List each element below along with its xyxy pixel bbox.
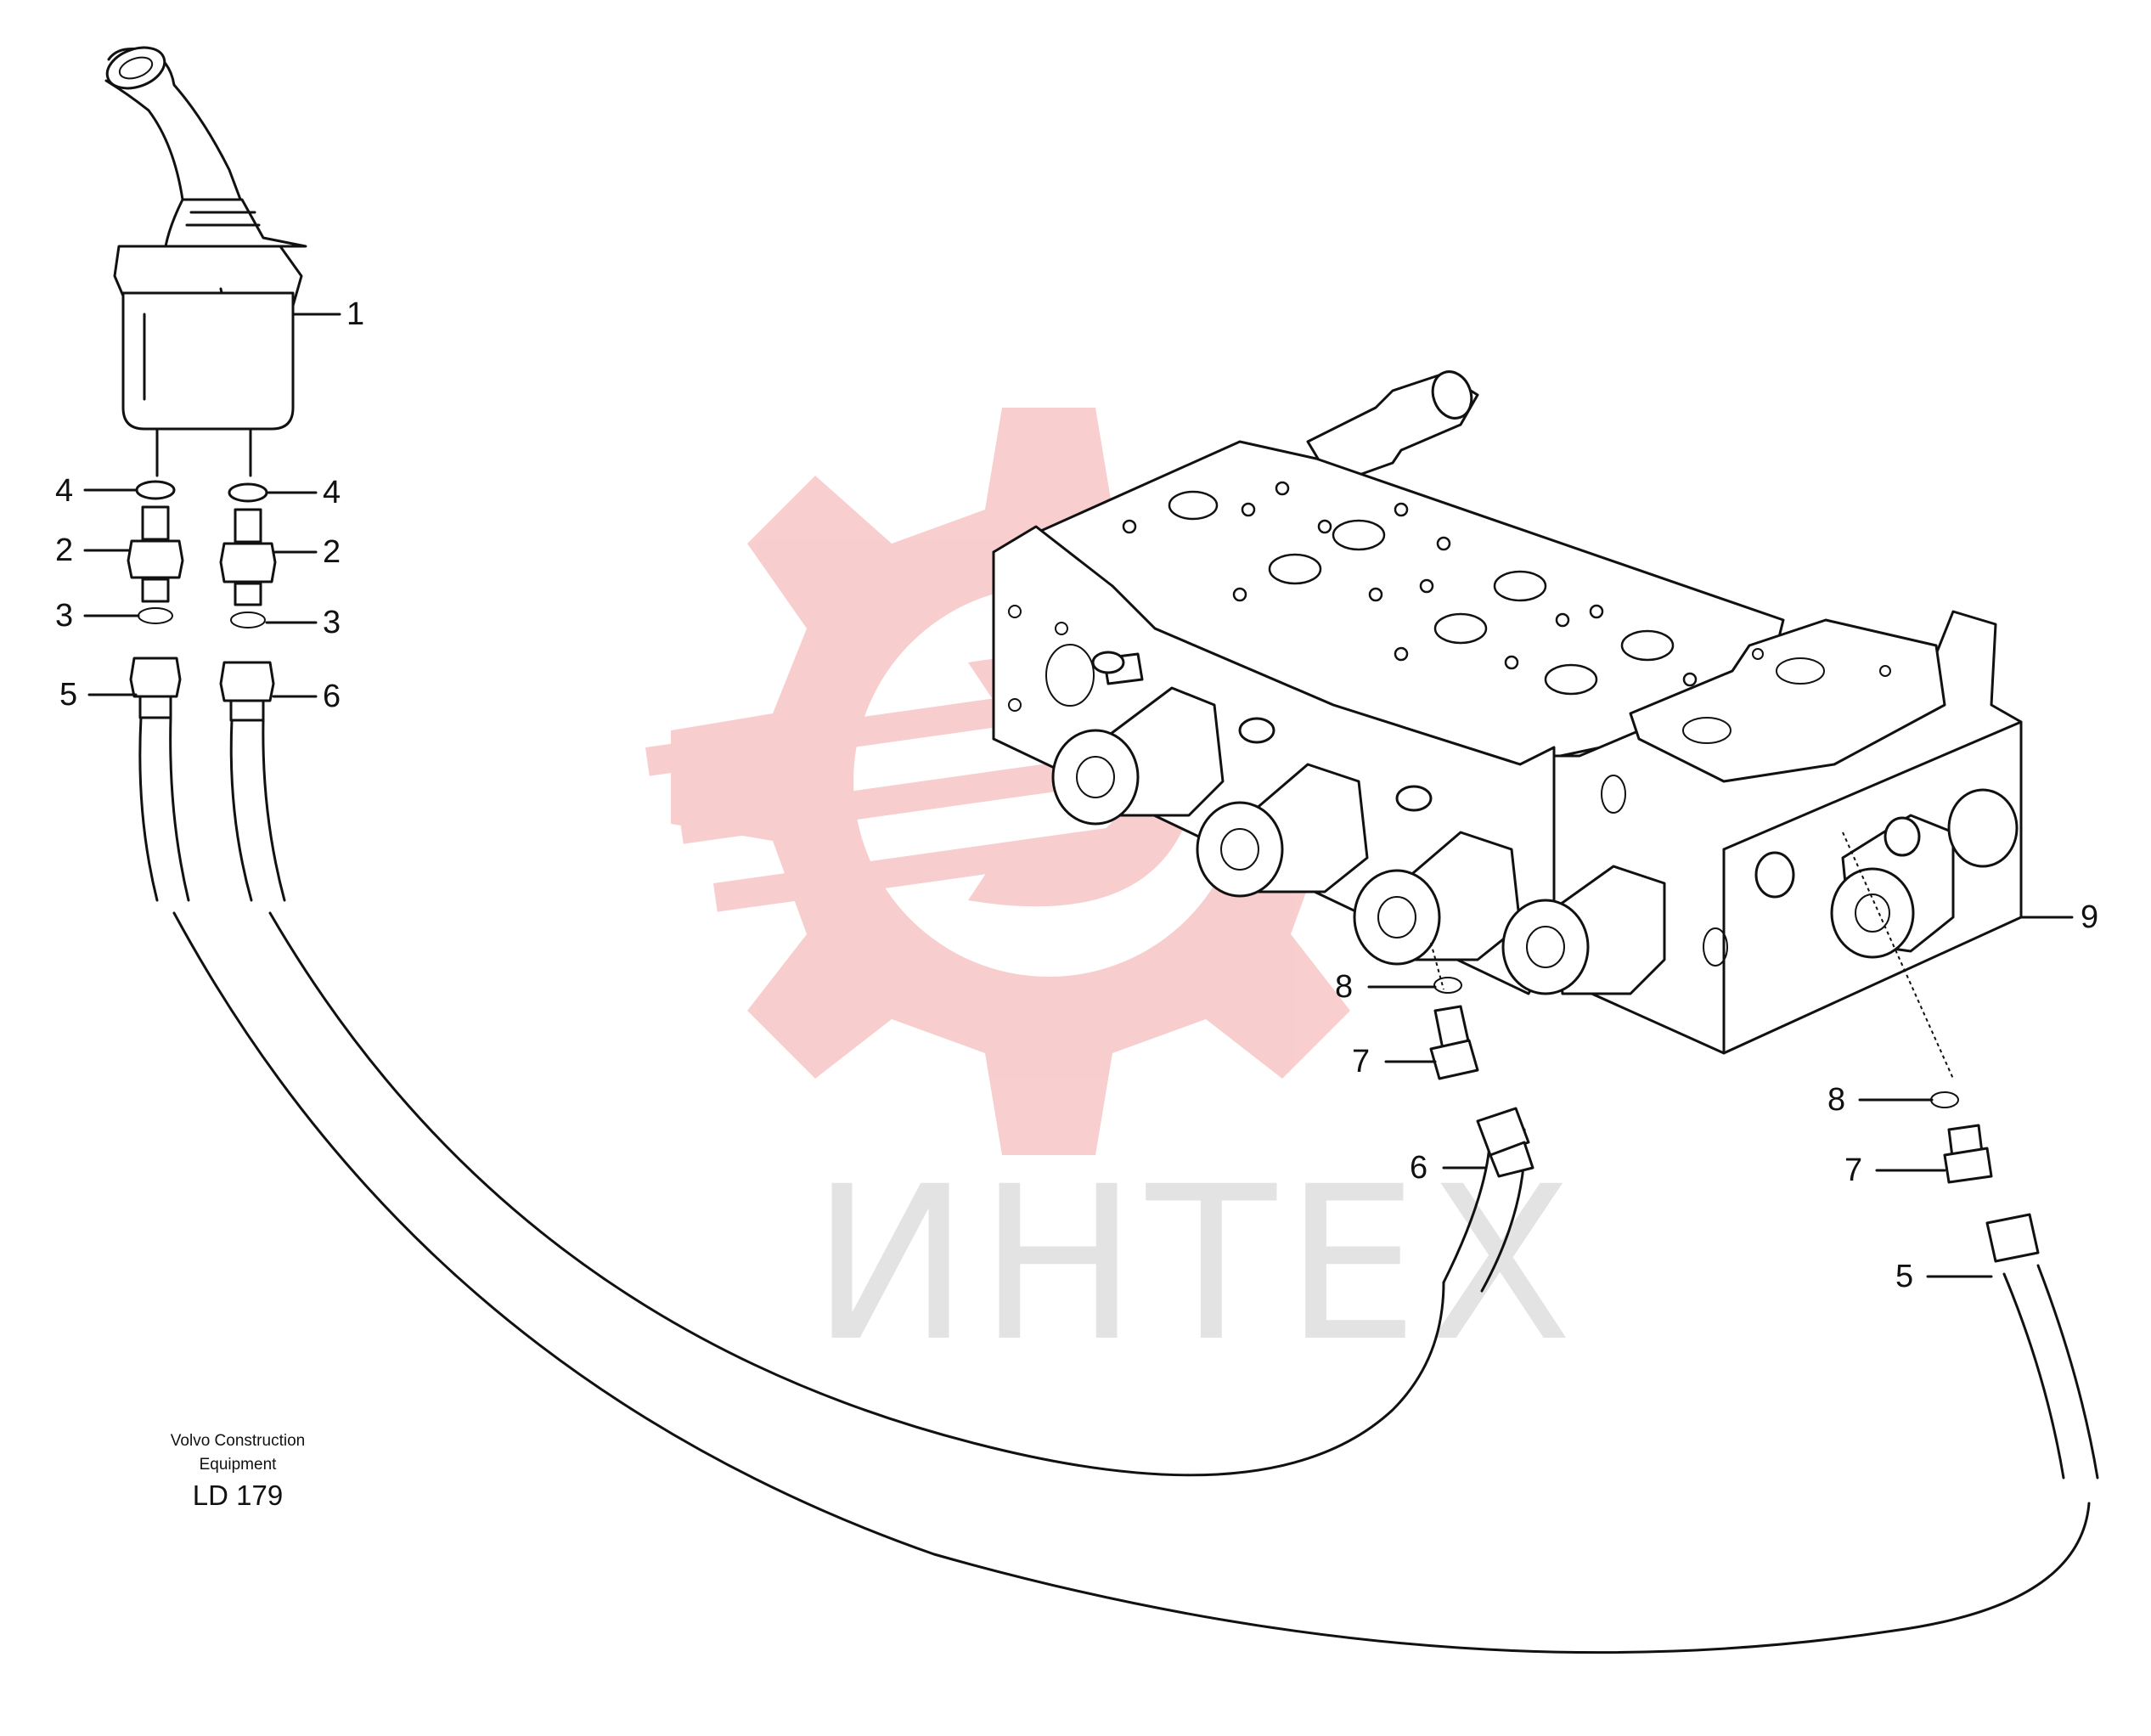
callout-6-lower: 6 — [1410, 1150, 1427, 1186]
callout-9: 9 — [2081, 899, 2098, 935]
callout-4-right: 4 — [323, 475, 341, 510]
callout-3-left: 3 — [55, 598, 73, 634]
callout-8-lower: 8 — [1335, 969, 1353, 1005]
callout-5-left: 5 — [59, 677, 77, 713]
callout-5-right: 5 — [1895, 1259, 1913, 1294]
right-fitting-stack — [219, 482, 277, 722]
caption-manufacturer-line1: Volvo Construction — [171, 1432, 305, 1450]
callout-6-right: 6 — [323, 679, 341, 714]
callout-3-right: 3 — [323, 605, 341, 640]
callout-7-lower: 7 — [1352, 1044, 1370, 1079]
right-lower-fitting-group — [1930, 1091, 2040, 1263]
caption-manufacturer-line2: Equipment — [200, 1456, 278, 1474]
diagram-code: LD 179 — [193, 1480, 283, 1511]
callout-1: 1 — [346, 296, 364, 332]
callout-4-left: 4 — [55, 473, 73, 509]
callout-8-right: 8 — [1827, 1082, 1845, 1118]
watermark-text: ИНТЕХ — [811, 1141, 1581, 1388]
hose-lines — [138, 716, 2099, 1654]
left-fitting-stack — [127, 480, 184, 719]
callout-7-right: 7 — [1844, 1153, 1862, 1188]
lower-fitting-group — [1429, 977, 1534, 1178]
pilot-control-lever — [104, 46, 307, 431]
callout-2-left: 2 — [55, 533, 73, 568]
main-control-valve — [992, 370, 2023, 1055]
callout-2-right: 2 — [323, 534, 341, 570]
